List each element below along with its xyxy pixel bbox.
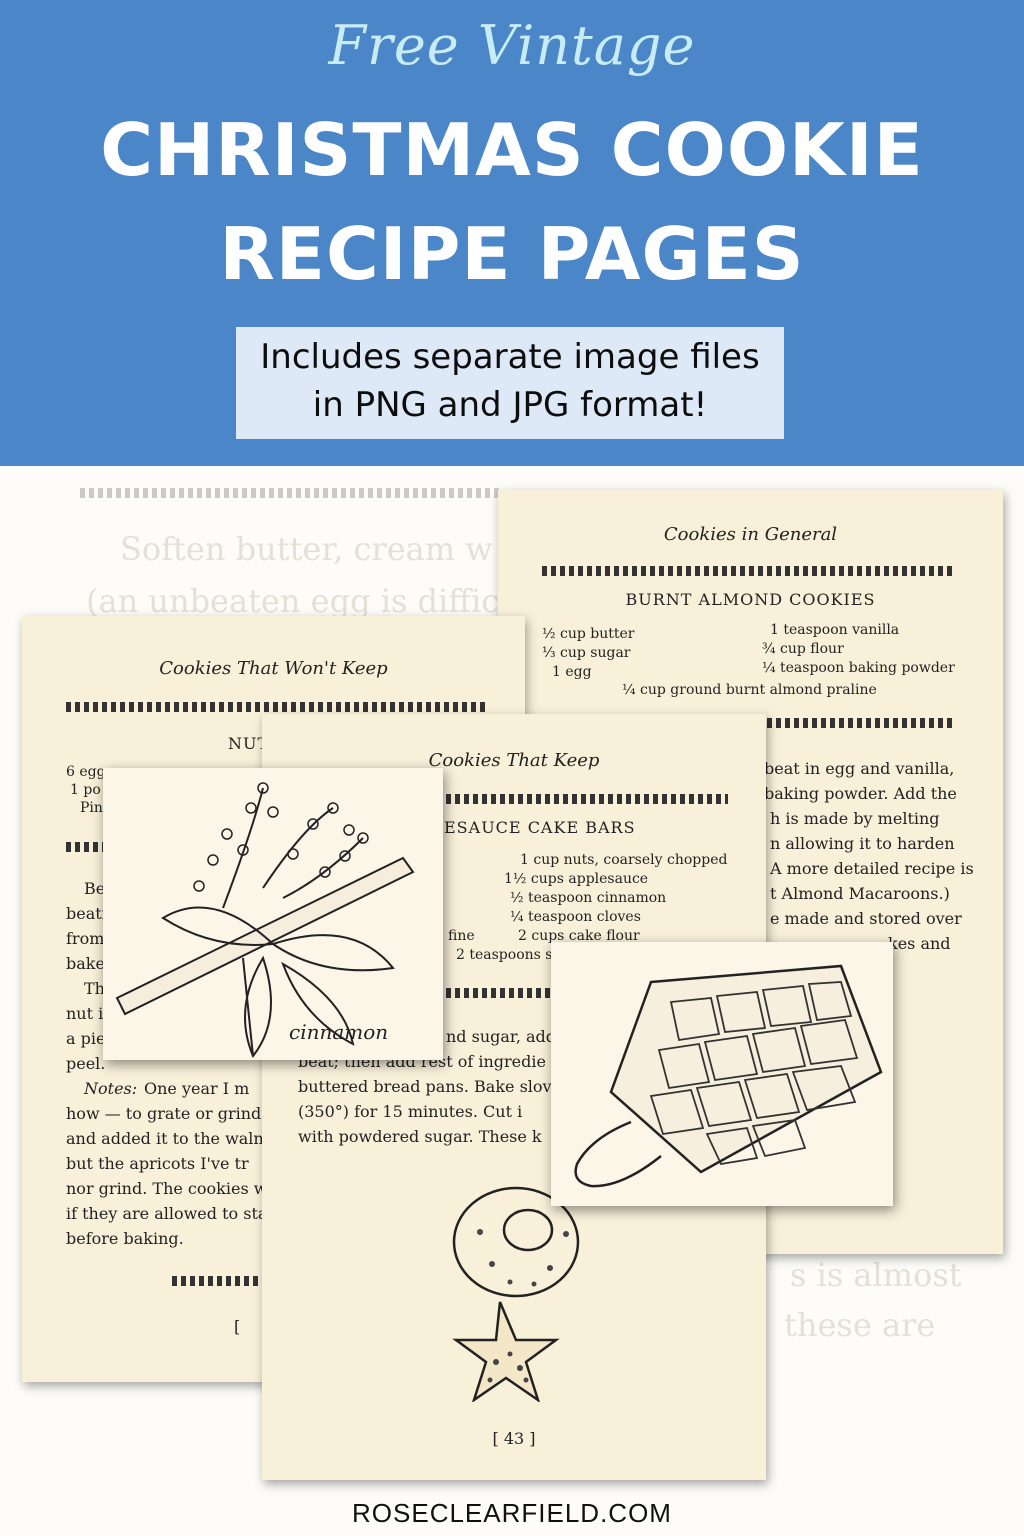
vine-divider (66, 702, 486, 712)
ingredient-line: 6 egg (66, 764, 106, 780)
recipe-pages-collage: Soften butter, cream w (an unbeaten egg … (0, 466, 1024, 1536)
ingredient-line: ¼ cup ground burnt almond praline (622, 682, 877, 698)
background-vine-divider (80, 488, 500, 498)
script-title: Free Vintage (328, 14, 696, 77)
ingredient-line: ¾ cup flour (762, 641, 844, 657)
ingredient-line: Pin (80, 800, 103, 816)
body-text-line: but the apricots I've tr (66, 1154, 249, 1173)
subtitle-box: Includes separate image files in PNG and… (236, 327, 784, 439)
body-text-line: if they are allowed to sta (66, 1204, 268, 1223)
cookies-illustration (452, 1186, 580, 1402)
cinnamon-label: cinnamon (289, 1020, 389, 1044)
vine-divider (66, 842, 126, 852)
ingredient-line: ⅓ cup sugar (542, 645, 631, 661)
recipe-title: BURNT ALMOND COOKIES (625, 590, 876, 609)
body-text-line: how — to grate or grind d (66, 1104, 277, 1123)
vine-divider (172, 1276, 262, 1286)
page-title: Cookies That Keep (428, 750, 600, 771)
page-number: [ 43 ] (492, 1429, 536, 1448)
ingredient-line: 1 egg (552, 664, 592, 680)
vine-divider (542, 566, 954, 576)
body-text-line: peel. (66, 1054, 106, 1073)
recipe-title-fragment: NUT (228, 734, 270, 753)
body-text-line: One year I m (144, 1079, 250, 1098)
body-text-line: A more detailed recipe is (770, 859, 974, 878)
subtitle-line-2: in PNG and JPG format! (312, 385, 708, 425)
body-text-line: beati (66, 904, 107, 923)
subtitle-line-1: Includes separate image files (260, 337, 760, 377)
body-text-line: from (66, 929, 105, 948)
site-footer: ROSECLEARFIELD.COM (352, 1498, 672, 1528)
recipe-title-fragment: ESAUCE CAKE BARS (444, 818, 636, 837)
body-text-line: t Almond Macaroons.) (770, 884, 950, 903)
ingredient-line: 2 cups cake flour (518, 928, 640, 944)
body-text-line: e made and stored over (770, 909, 962, 928)
headline-line-2: RECIPE PAGES (219, 212, 805, 296)
ingredient-line: 1 cup nuts, coarsely chopped (520, 852, 728, 868)
body-text-line: a pie (66, 1029, 106, 1048)
vine-divider (446, 794, 728, 804)
body-text-line: nd sugar, add (446, 1027, 557, 1046)
ingredient-line: ¼ teaspoon baking powder (762, 660, 955, 676)
body-text-line: h is made by melting (770, 809, 940, 828)
body-text-line: baking powder. Add the (764, 784, 957, 803)
header-banner: Free Vintage CHRISTMAS COOKIE RECIPE PAG… (0, 0, 1024, 466)
notes-label: Notes: (84, 1079, 138, 1098)
ingredient-line: 1 po (70, 782, 101, 798)
body-text-line: kes and (888, 934, 951, 953)
ingredient-line: 1½ cups applesauce (504, 871, 649, 887)
ingredient-line: 2 teaspoons so (456, 947, 561, 963)
ingredient-line: ¼ teaspoon cloves (510, 909, 641, 925)
cinnamon-branch-illustration (115, 782, 415, 1058)
body-text-line: before baking. (66, 1229, 184, 1248)
body-text-line: nut i (66, 1004, 104, 1023)
body-text-line: beat in egg and vanilla, (764, 759, 955, 778)
background-text-line: Soften butter, cream w (120, 530, 493, 568)
vine-divider (446, 988, 556, 998)
body-text-line: Th (84, 979, 105, 998)
body-text-line: and added it to the waln (66, 1129, 264, 1148)
cinnamon-illustration-card: cinnamon (103, 768, 443, 1060)
cookie-mold-board-illustration (574, 964, 883, 1188)
headline-line-1: CHRISTMAS COOKIE (100, 108, 924, 192)
ingredient-line: ½ cup butter (542, 626, 635, 642)
page-title: Cookies That Won't Keep (159, 658, 388, 679)
body-text-line: (350°) for 15 minutes. Cut i (298, 1102, 523, 1121)
body-text-line: buttered bread pans. Bake slov (298, 1077, 552, 1096)
background-text-line: (an unbeaten egg is diffic (86, 582, 500, 620)
page-title: Cookies in General (663, 524, 838, 545)
page-number: [ (234, 1317, 241, 1336)
background-text-line: s is almost (790, 1256, 962, 1294)
body-text-line: nor grind. The cookies w (66, 1179, 268, 1198)
body-text-line: bake (66, 954, 105, 973)
ingredient-line: ½ teaspoon cinnamon (510, 890, 667, 906)
ingredient-line: 1 teaspoon vanilla (770, 622, 900, 638)
body-text-line: n allowing it to harden (770, 834, 955, 853)
body-text-line: with powdered sugar. These k (298, 1127, 542, 1146)
cookie-mold-illustration-card (551, 942, 893, 1206)
background-text-line: these are (784, 1306, 936, 1344)
ingredient-line: fine (448, 928, 475, 944)
body-text-line: Be (84, 879, 106, 898)
